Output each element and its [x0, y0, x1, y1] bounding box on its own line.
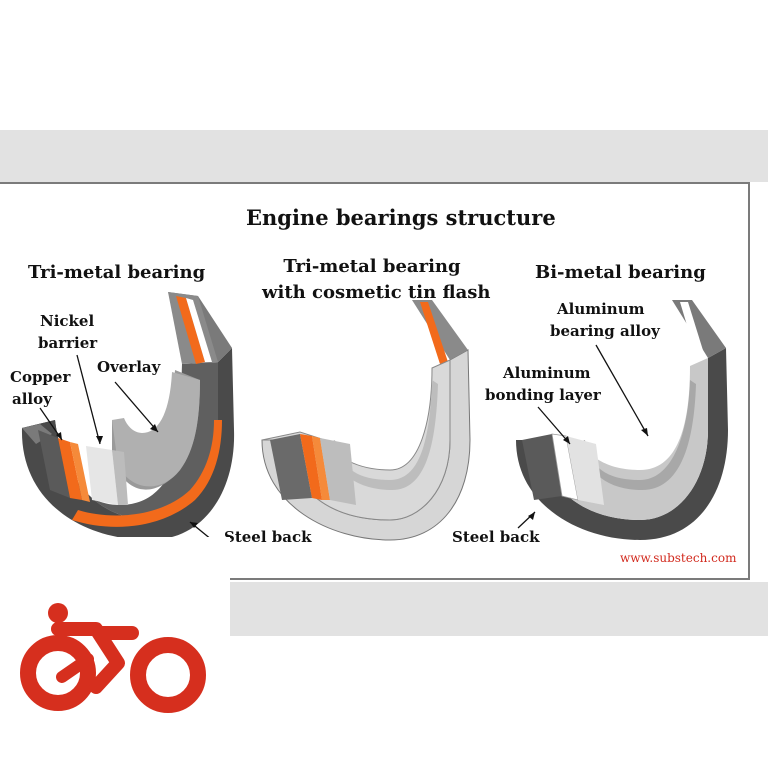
label-overlay: Overlay — [97, 358, 161, 376]
bi-metal-heading: Bi-metal bearing — [535, 262, 706, 283]
label-barrier: barrier — [38, 334, 98, 352]
logo-area — [0, 537, 230, 768]
label-alloy: alloy — [12, 390, 52, 408]
tri-metal-tin-heading-line2: with cosmetic tin flash — [262, 282, 491, 303]
top-gray-band — [0, 130, 768, 182]
label-bearing-alloy: bearing alloy — [550, 322, 660, 340]
tri-metal-tin-heading-line1: Tri-metal bearing — [283, 256, 461, 277]
label-steel-back-2: Steel back — [452, 528, 540, 546]
label-aluminum-1: Aluminum — [557, 300, 645, 318]
bi-metal-bearing-shape — [516, 300, 728, 540]
source-url: www.substech.com — [620, 551, 737, 565]
cyclist-logo-icon — [20, 603, 206, 713]
label-steel-back-1: Steel back — [224, 528, 312, 546]
figure-title: Engine bearings structure — [246, 205, 556, 230]
tri-metal-tin-flash-bearing-shape — [261, 300, 471, 541]
label-copper: Copper — [10, 368, 71, 386]
tri-metal-heading: Tri-metal bearing — [28, 262, 206, 283]
label-nickel: Nickel — [40, 312, 95, 330]
label-aluminum-2: Aluminum — [503, 364, 591, 382]
label-bonding-layer: bonding layer — [485, 386, 601, 404]
arrow-heads — [56, 424, 648, 528]
